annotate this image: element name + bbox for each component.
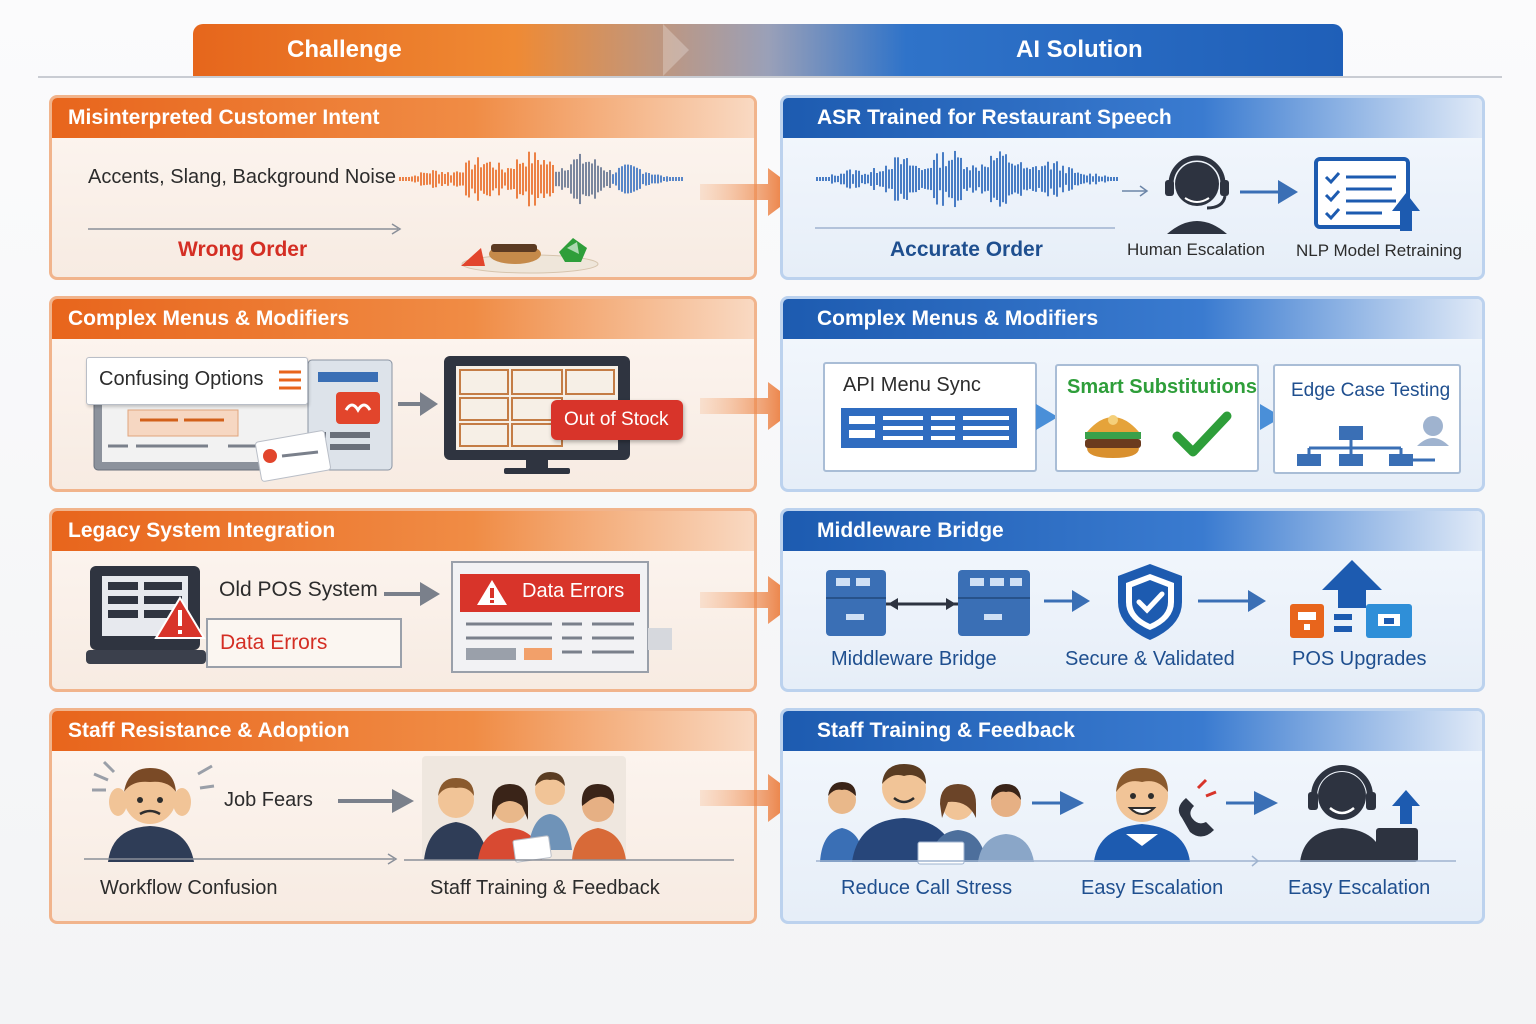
flowchart-icon (1297, 416, 1449, 466)
wrong-order-label: Wrong Order (178, 238, 308, 261)
secure-validated-label: Secure & Validated (1065, 648, 1235, 670)
sound-wave-icon (399, 151, 683, 207)
flow-arrow-icon (700, 774, 800, 822)
clean-sound-wave-icon (816, 150, 1118, 208)
divider-line (404, 859, 734, 861)
flow-arrow-icon (700, 168, 800, 216)
challenge-column-title: Challenge (287, 36, 402, 63)
pos-upgrades-label: POS Upgrades (1292, 648, 1427, 670)
noise-label: Accents, Slang, Background Noise (88, 166, 396, 188)
headset-agent-icon (1165, 155, 1229, 234)
divider-line (816, 855, 1456, 867)
divider-line (815, 227, 1115, 229)
flow-arrow-icon (700, 576, 800, 624)
human-escalation-label: Human Escalation (1127, 240, 1265, 259)
smart-substitutions-card: Smart Substitutions (1055, 364, 1259, 472)
list-icon (279, 370, 301, 390)
wrong-food-plate-icon (461, 238, 599, 274)
solution-title: Staff Training & Feedback (783, 711, 1482, 751)
nlp-checklist-icon (1314, 157, 1420, 231)
accurate-order-label: Accurate Order (890, 238, 1043, 261)
arrow-right-icon (1240, 180, 1298, 204)
error-dashboard-icon (451, 561, 672, 673)
challenge-panel-intent: Misinterpreted Customer Intent (49, 95, 757, 280)
stressed-person-icon (92, 760, 215, 862)
arrow-right-icon (1122, 185, 1149, 197)
arrow-right-icon (88, 223, 402, 235)
easy-escalation-label-2: Easy Escalation (1288, 877, 1431, 899)
arrow-right-icon (338, 789, 414, 813)
arrow-right-icon (1260, 404, 1282, 430)
shield-check-icon (1118, 564, 1182, 640)
confusing-options-label: Confusing Options (99, 368, 264, 390)
column-header-banner: Challenge AI Solution (193, 24, 1343, 76)
easy-escalation-label: Easy Escalation (1081, 877, 1224, 899)
arrow-right-icon (1032, 791, 1084, 815)
reduce-call-stress-label: Reduce Call Stress (841, 877, 1013, 899)
edge-case-testing-label: Edge Case Testing (1291, 380, 1451, 401)
menu-table-icon (841, 408, 1017, 448)
warning-icon (477, 580, 507, 605)
challenge-title: Staff Resistance & Adoption (52, 711, 754, 751)
arrow-right-icon (84, 853, 398, 865)
trained-team-icon (820, 764, 1034, 865)
out-of-stock-label: Out of Stock (564, 409, 669, 430)
arrow-right-icon (1044, 590, 1090, 612)
data-errors-label: Data Errors (220, 631, 328, 654)
arrow-right-icon (1036, 404, 1058, 430)
solution-title: ASR Trained for Restaurant Speech (783, 98, 1482, 138)
challenge-title: Misinterpreted Customer Intent (52, 98, 754, 138)
staff-training-feedback-label: Staff Training & Feedback (430, 877, 660, 899)
middleware-servers-icon (826, 570, 1030, 636)
old-pos-label: Old POS System (219, 578, 378, 601)
pos-upgrades-icon (1290, 560, 1412, 638)
middleware-bridge-label: Middleware Bridge (831, 648, 997, 670)
challenge-title: Legacy System Integration (52, 511, 754, 551)
nlp-retraining-label: NLP Model Retraining (1296, 241, 1462, 260)
job-fears-label: Job Fears (224, 789, 313, 811)
api-menu-sync-label: API Menu Sync (843, 374, 981, 396)
old-pos-terminal-icon (86, 566, 206, 664)
edge-case-testing-card: Edge Case Testing (1273, 364, 1461, 474)
out-of-stock-badge: Out of Stock (551, 400, 683, 440)
arrow-right-icon (384, 582, 440, 606)
confusing-options-card: Confusing Options (86, 357, 308, 405)
solution-title: Middleware Bridge (783, 511, 1482, 551)
arrow-right-icon (1198, 590, 1266, 612)
staff-team-icon (422, 756, 626, 863)
header-divider (38, 76, 1502, 78)
smart-substitutions-label: Smart Substitutions (1067, 376, 1258, 398)
data-errors-alert-label: Data Errors (522, 580, 625, 602)
chevron-right-icon (663, 24, 689, 76)
api-menu-sync-card: API Menu Sync (823, 362, 1037, 472)
arrow-right-icon (398, 392, 438, 416)
escalation-agent-icon (1300, 765, 1420, 862)
checkmark-icon (1172, 411, 1232, 457)
solution-column-title: AI Solution (1016, 36, 1143, 63)
challenge-title: Complex Menus & Modifiers (52, 299, 754, 339)
solution-title: Complex Menus & Modifiers (783, 299, 1482, 339)
flow-arrow-icon (700, 382, 800, 430)
arrow-right-icon (1226, 791, 1278, 815)
happy-agent-phone-icon (1094, 768, 1217, 862)
data-errors-box: Data Errors (206, 618, 402, 668)
workflow-confusion-label: Workflow Confusion (100, 877, 278, 899)
burger-icon (1085, 415, 1141, 458)
